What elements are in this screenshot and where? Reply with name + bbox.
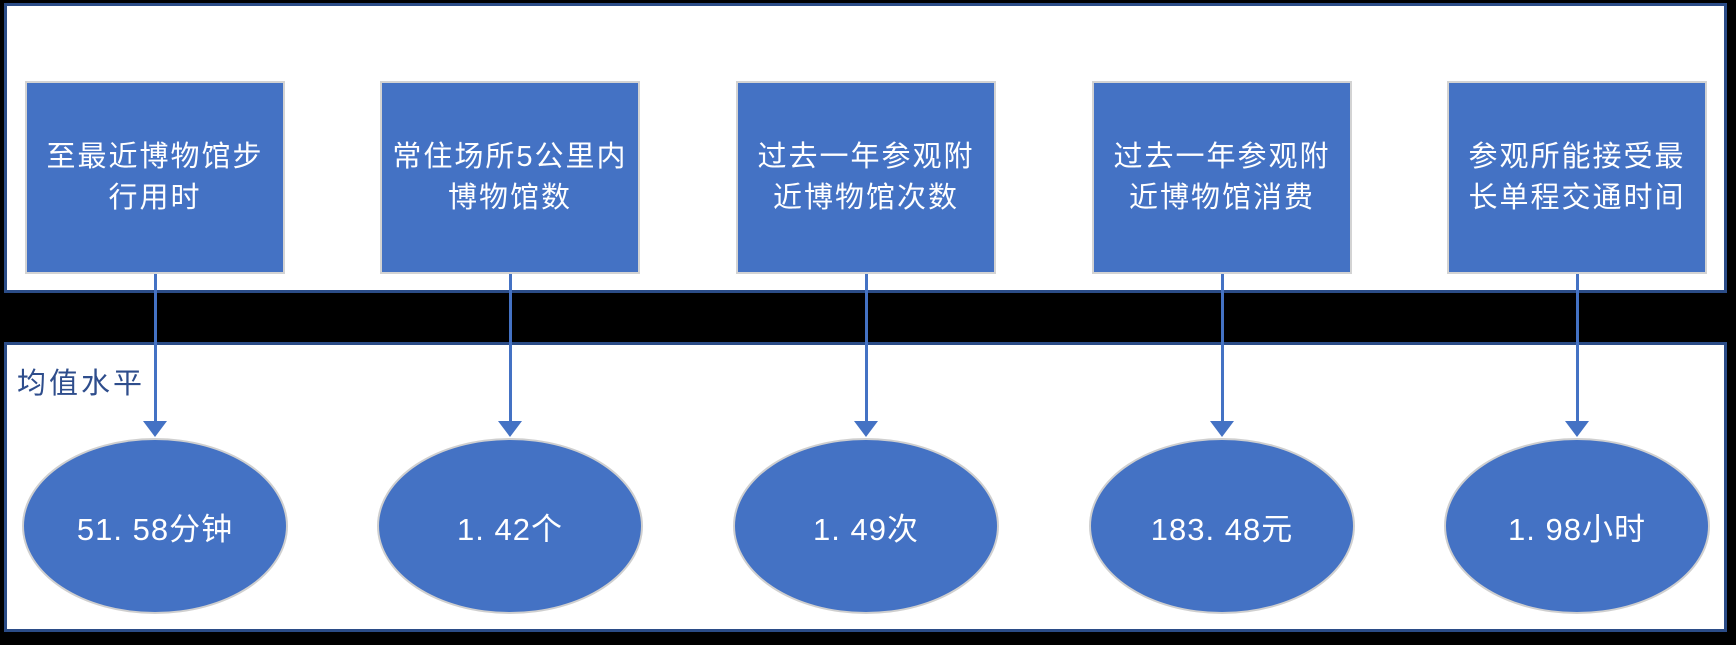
down-arrow-head-icon: [1210, 421, 1234, 437]
down-arrow-head-icon: [143, 421, 167, 437]
category-box-label: 过去一年参观附 近博物馆消费: [1113, 141, 1331, 214]
arrow-line: [1221, 274, 1224, 423]
arrow-line: [865, 274, 868, 423]
down-arrow-head-icon: [498, 421, 522, 437]
down-arrow-head-icon: [854, 421, 878, 437]
value-ellipse: 183. 48元: [1089, 438, 1355, 614]
category-box-label: 至最近博物馆步 行用时: [46, 141, 264, 214]
category-box: 参观所能接受最 长单程交通时间: [1447, 81, 1707, 274]
category-box-label: 过去一年参观附 近博物馆次数: [757, 141, 975, 214]
arrow-line: [509, 274, 512, 423]
value-ellipse: 1. 98小时: [1444, 438, 1710, 614]
category-box: 至最近博物馆步 行用时: [25, 81, 285, 274]
value-label: 1. 98小时: [1508, 511, 1646, 547]
category-box-label: 参观所能接受最 长单程交通时间: [1468, 141, 1686, 214]
category-box: 过去一年参观附 近博物馆消费: [1092, 81, 1352, 274]
value-ellipse: 51. 58分钟: [22, 438, 288, 614]
category-box-label: 常住场所5公里内 博物馆数: [392, 141, 628, 214]
mean-level-label: 均值水平: [17, 368, 146, 400]
value-label: 1. 42个: [457, 511, 563, 547]
value-label: 51. 58分钟: [76, 511, 234, 547]
category-box: 常住场所5公里内 博物馆数: [380, 81, 640, 274]
value-ellipse: 1. 49次: [733, 438, 999, 614]
arrow-line: [154, 274, 157, 423]
value-label: 183. 48元: [1150, 511, 1294, 547]
value-ellipse: 1. 42个: [377, 438, 643, 614]
value-label: 1. 49次: [813, 511, 919, 547]
category-box: 过去一年参观附 近博物馆次数: [736, 81, 996, 274]
arrow-line: [1576, 274, 1579, 423]
down-arrow-head-icon: [1565, 421, 1589, 437]
